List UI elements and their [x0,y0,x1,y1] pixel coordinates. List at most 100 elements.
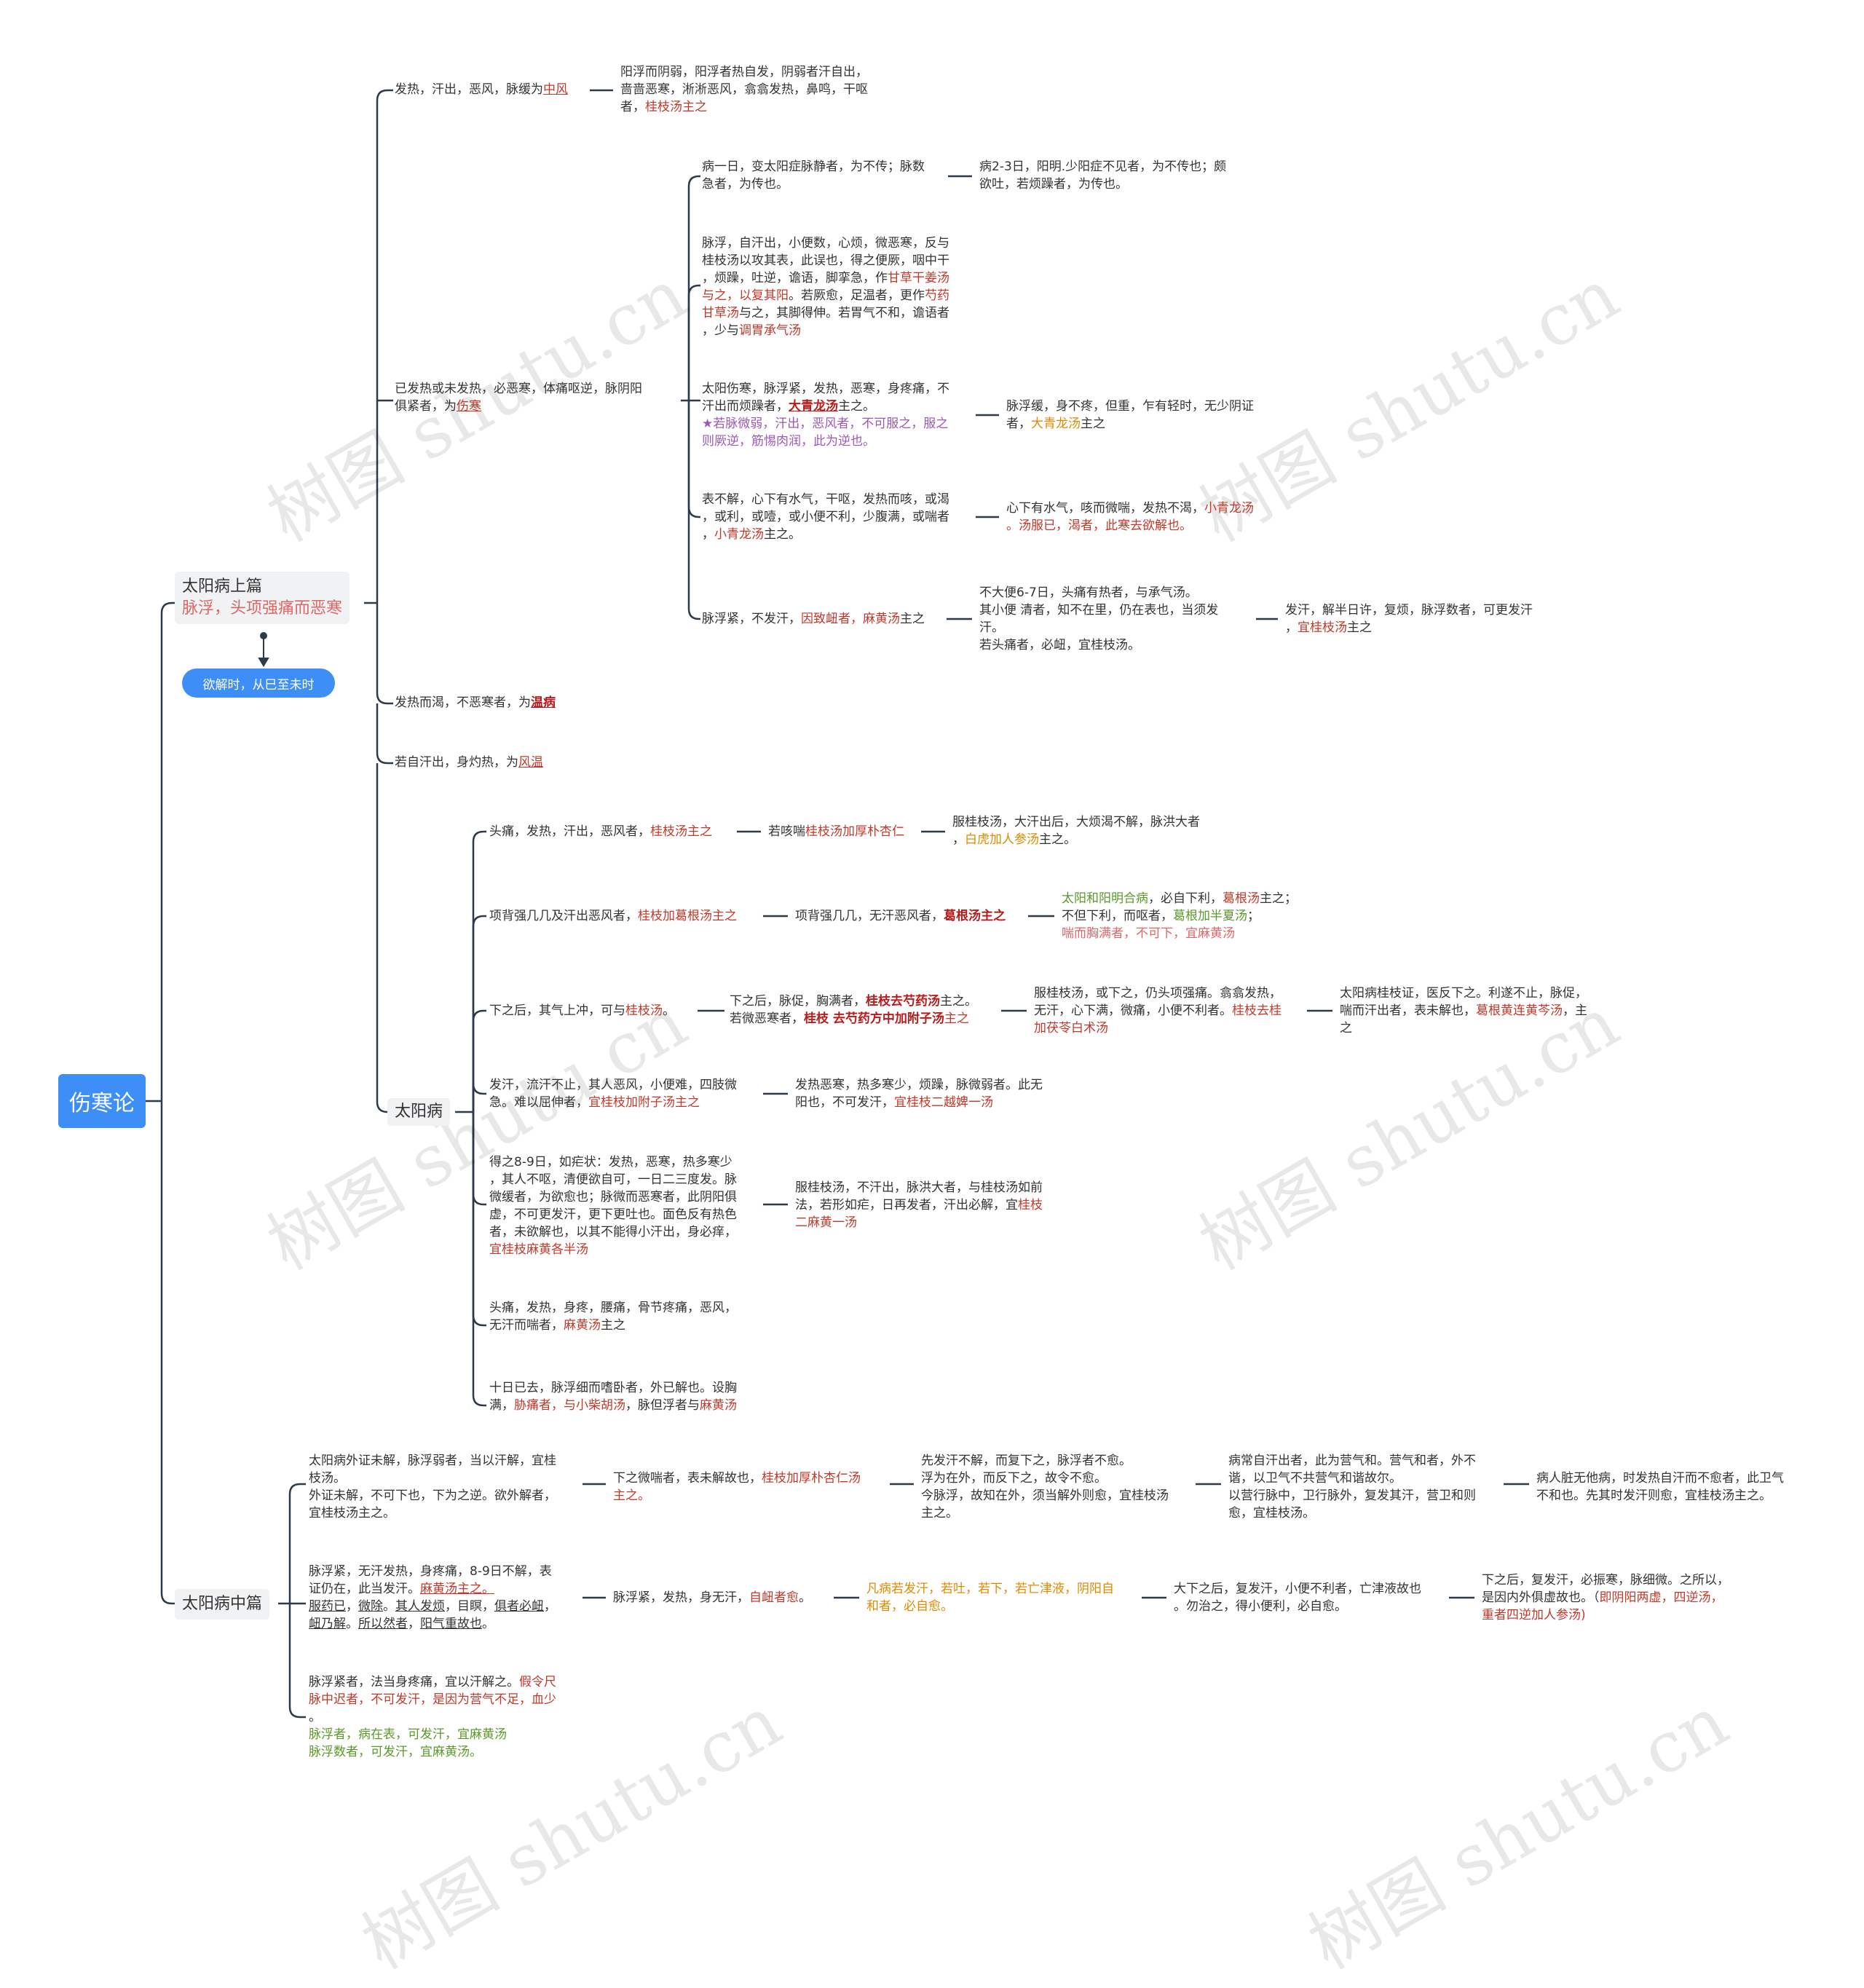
text: ，其人不呕，清便欲自可，一日二三度发。脉 [489,1172,737,1187]
text: 急者，为传也。 [702,177,789,192]
text: 下之后，其气上冲，可与 [489,1003,625,1018]
node-taiyang[interactable]: 太阳病 [387,1098,451,1126]
node-e1[interactable]: 太阳病外证未解，脉浮弱者，当以汗解，宜桂 枝汤。 外证未解，不可下也，下为之逆。… [309,1452,556,1522]
highlight: 假令尺 [519,1675,556,1689]
text: 头痛，发热，汗出，恶风者， [489,824,650,839]
node-d6[interactable]: 头痛，发热，身疼，腰痛，骨节疼痛，恶风， 无汗而喘者，麻黄汤主之 [489,1299,737,1334]
text: 。 [799,1590,811,1605]
node-c3-next[interactable]: 脉浮缓，身不疼，但重，乍有轻时，无少阴证 者，大青龙汤主之 [1006,398,1254,433]
node-wenbing[interactable]: 发热而渴，不恶寒者，为温病 [395,694,556,711]
node-fengwen[interactable]: 若自汗出，身灼热，为风温 [395,754,543,771]
text: 大下之后，复发汗，小便不利者，亡津液故也 [1174,1582,1421,1596]
node-d5[interactable]: 得之8-9日，如疟状：发热，恶寒，热多寒少 ，其人不呕，清便欲自可，一日二三度发… [489,1153,737,1258]
highlight: 桂枝汤主之 [645,100,707,114]
highlight: 大青龙汤 [789,399,838,414]
node-e1-next2[interactable]: 先发汗不解，而复下之，脉浮者不愈。 浮为在外，而反下之，故令不愈。 今脉浮，故知… [921,1452,1169,1522]
node-c4-next[interactable]: 心下有水气，咳而微喘，发热不渴，小青龙汤 。汤服已，渴者，此寒去欲解也。 [1006,500,1254,535]
node-c5-next[interactable]: 不大便6-7日，头痛有热者，与承气汤。 其小便 清者，知不在里，仍在表也，当须发… [979,584,1218,654]
highlight: 白虎加人参汤 [965,832,1039,847]
highlight: 宜桂枝麻黄各半汤 [489,1242,588,1257]
node-d2[interactable]: 项背强几几及汗出恶风者，桂枝加葛根汤主之 [489,907,737,925]
highlight: 中风 [543,82,568,97]
node-d3-next[interactable]: 下之后，脉促，胸满者，桂枝去芍药汤主之。 若微恶寒者，桂枝 去芍药方中加附子汤主… [730,993,977,1027]
node-e2[interactable]: 脉浮紧，无汗发热，身疼痛，8-9日不解，表 证仍在，此当发汗。麻黄汤主之。 服药… [309,1563,556,1633]
node-d5-next[interactable]: 服桂枝汤，不汗出，脉洪大者，与桂枝汤如前 法，若形如疟，日再发者，汗出必解，宜桂… [795,1179,1043,1231]
text: 脉浮紧者，法当身疼痛，宜以汗解之。 [309,1675,519,1689]
node-middle[interactable]: 太阳病中篇 [175,1589,270,1620]
node-d3-next2[interactable]: 服桂枝汤，或下之，仍头项强痛。翕翕发热， 无汗，心下满，微痛，小便不利者。桂枝去… [1034,985,1282,1037]
node-c1-next[interactable]: 病2-3日，阳明.少阳症不见者，为不传也；颇 欲吐，若烦躁者，为传也。 [979,158,1226,193]
highlight: 桂枝去桂 [1232,1003,1282,1018]
text: 不但下利，而呕者， [1062,909,1173,923]
link-root-middle [160,1101,176,1605]
node-d3-next3[interactable]: 太阳病桂枝证，医反下之。利遂不止，脉促， 喘而汗出者，表未解也，葛根黄连黄芩汤，… [1340,985,1587,1037]
text: 阳浮而阴弱，阳浮者热自发，阴弱者汗自出， [620,65,868,79]
node-e2-next3[interactable]: 大下之后，复发汗，小便不利者，亡津液故也 。勿治之，得小便利，必自愈。 [1174,1580,1421,1615]
text: ， [952,832,965,847]
node-c5-next2[interactable]: 发汗，解半日许，复烦，脉浮数者，可更发汗 ，宜桂枝汤主之 [1285,601,1533,636]
text: 发热恶寒，热多寒少，烦躁，脉微弱者。此无 [795,1078,1043,1092]
node-c1[interactable]: 病一日，变太阳症脉静者，为不传；脉数 急者，为传也。 [702,158,925,193]
node-d1-next2[interactable]: 服桂枝汤，大汗出后，大烦渴不解，脉洪大者 ，白虎加人参汤主之。 [952,813,1200,848]
link-taiyang-d3 [472,1009,486,1112]
text: 外证未解，不可下也，下为之逆。欲外解者， [309,1488,556,1503]
node-c2[interactable]: 脉浮，自汗出，小便数，心烦，微恶寒，反与 桂枝汤以攻其表，此误也，得之便厥，咽中… [702,234,949,339]
highlight: 葛根汤 [1223,891,1260,906]
text: ， [408,1617,420,1631]
node-c5[interactable]: 脉浮紧，不发汗，因致衄者，麻黄汤主之 [702,610,925,628]
text: 无汗，心下满，微痛，小便不利者。 [1034,1003,1232,1018]
text: 。 [663,1003,675,1018]
text: 下之微喘者，表未解故也， [613,1471,762,1486]
highlight: 凡病若发汗，若吐，若下，若亡津液，阴阳自 [866,1582,1114,1596]
warning-text: ★若脉微弱，汗出，恶风者，不可服之，服之 [702,417,949,431]
node-shanghan[interactable]: 已发热或未发热，必恶寒，体痛呕逆，脉阴阳 俱紧者，为伤寒 [395,380,642,415]
text: 脉浮紧，不发汗， [702,612,801,626]
node-d2-next[interactable]: 项背强几几，无汗恶风者，葛根汤主之 [795,907,1006,925]
node-upper[interactable]: 太阳病上篇 脉浮，头项强痛而恶寒 [175,572,350,624]
note-pill[interactable]: 欲解时，从巳至未时 [182,668,335,698]
node-d4[interactable]: 发汗，流汗不止，其人恶风，小便难，四肢微 急。难以屈伸者，宜桂枝加附子汤主之 [489,1076,737,1111]
node-zhongfeng[interactable]: 发热，汗出，恶风，脉缓为中风 [395,81,568,98]
text: 急。难以屈伸者， [489,1095,588,1110]
text: 主之 [900,612,925,626]
node-e1-next3[interactable]: 病常自汗出者，此为营气和。营气和者，外不 谐，以卫气不共营气和谐故尔。 以营行脉… [1228,1452,1476,1522]
text: 与之，其脚得伸。若胃气不和，谵语者 [739,306,949,320]
text: 阳气重故也 [420,1617,482,1631]
text: 枝汤。 [309,1471,346,1486]
highlight: 麻黄汤 [700,1398,737,1413]
text: 主之。 [940,994,977,1009]
text: 服药已 [309,1599,346,1614]
highlight: 喘而胸满者，不可下，宜麻黄汤 [1062,926,1235,941]
text: 。 [383,1599,395,1614]
link-taiyang-d1 [472,830,486,1112]
node-c4[interactable]: 表不解，心下有水气，干呕，发热而咳，或渴 ，或利，或噎，或小便不利，少腹满，或喘… [702,491,949,543]
text: 脉浮紧，无汗发热，身疼痛，8-9日不解，表 [309,1564,552,1579]
node-e3[interactable]: 脉浮紧者，法当身疼痛，宜以汗解之。假令尺 脉中迟者，不可发汗，是因为营气不足，血… [309,1673,556,1761]
node-d1[interactable]: 头痛，发热，汗出，恶风者，桂枝汤主之 [489,823,712,840]
node-d2-next2[interactable]: 太阳和阳明合病，必自下利，葛根汤主之； 不但下利，而呕者，葛根加半夏汤； 喘而胸… [1062,890,1297,942]
text: 病2-3日，阳明.少阳症不见者，为不传也；颇 [979,159,1227,174]
text: 头痛，发热，身疼，腰痛，骨节疼痛，恶风， [489,1301,737,1315]
link-taiyang-d6 [472,1112,486,1327]
node-d7[interactable]: 十日已去，脉浮细而嗜卧者，外已解也。设胸 满，胁痛者，与小柴胡汤，脉但浮者与麻黄… [489,1379,737,1414]
link-middle-e1 [288,1483,306,1604]
node-c3[interactable]: 太阳伤寒，脉浮紧，发热，恶寒，身疼痛，不 汗出而烦躁者，大青龙汤主之。 ★若脉微… [702,380,949,450]
node-d3[interactable]: 下之后，其气上冲，可与桂枝汤。 [489,1002,675,1019]
highlight: 胁痛者，与小柴胡汤 [514,1398,625,1413]
highlight: 风温 [518,755,543,770]
text: 不和也。先其时发汗则愈，宜桂枝汤主之。 [1536,1488,1772,1503]
highlight: 重者四逆加人参汤) [1482,1608,1586,1622]
node-e2-next2[interactable]: 凡病若发汗，若吐，若下，若亡津液，阴阳自 和者，必自愈。 [866,1580,1114,1615]
node-d4-next[interactable]: 发热恶寒，热多寒少，烦躁，脉微弱者。此无 阳也，不可发汗，宜桂枝二越婢一汤 [795,1076,1043,1111]
highlight: 脉浮者，病在表，可发汗，宜麻黄汤 [309,1727,507,1742]
root-node[interactable]: 伤寒论 [58,1074,146,1128]
node-e2-next[interactable]: 脉浮紧，发热，身无汗，自衄者愈。 [613,1589,811,1606]
text: 脉浮，自汗出，小便数，心烦，微恶寒，反与 [702,236,949,251]
text: 若自汗出，身灼热，为 [395,755,518,770]
node-e1-next[interactable]: 下之微喘者，表未解故也，桂枝加厚朴杏仁汤 主之。 [613,1470,861,1504]
text: 俱者必衄 [494,1599,544,1614]
node-e1-next4[interactable]: 病人脏无他病，时发热自汗而不愈者，此卫气 不和也。先其时发汗则愈，宜桂枝汤主之。 [1536,1470,1784,1504]
node-e2-next4[interactable]: 下之后，复发汗，必振寒，脉细微。之所以， 是因内外俱虚故也。（即阴阳两虚，四逆汤… [1482,1571,1729,1624]
node-d1-next[interactable]: 若咳喘桂枝汤加厚朴杏仁 [768,823,904,840]
node-zhongfeng-detail[interactable]: 阳浮而阴弱，阳浮者热自发，阴弱者汗自出， 啬啬恶寒，淅淅恶风，翕翕发热，鼻鸣，干… [620,63,868,116]
